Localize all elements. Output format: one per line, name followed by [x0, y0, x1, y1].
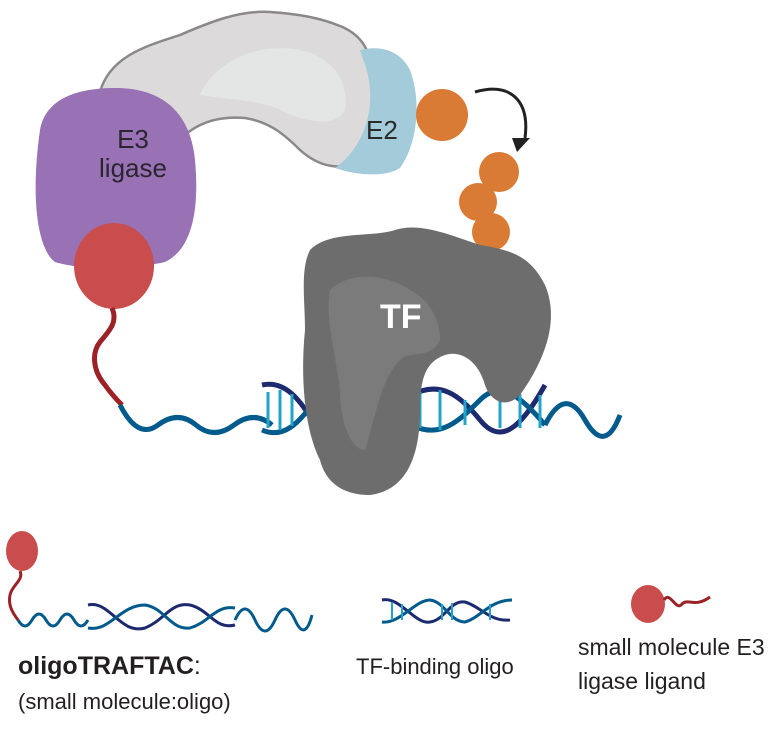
e3-ligand-ball — [74, 223, 154, 309]
legend-e3-ligand-linker — [662, 595, 711, 608]
dna-base-pairs — [266, 390, 542, 430]
legend-oligotraftac-dna — [16, 603, 314, 633]
ligand-caption-line2: ligase ligand — [578, 668, 706, 694]
ubiquitin-chain-2 — [459, 183, 497, 221]
arrowhead-icon — [512, 138, 530, 152]
legend-tf-oligo-caption: TF-binding oligo — [356, 654, 514, 679]
ligand-caption-line1: small molecule E3 — [578, 634, 765, 660]
ubiquitin-chain-3 — [472, 213, 510, 251]
legend-tf-oligo-dna — [381, 598, 513, 624]
legend-oligotraftac-caption: oligoTRAFTAC: (small molecule:oligo) — [18, 648, 231, 720]
oligotraftac-subtitle: (small molecule:oligo) — [18, 689, 231, 714]
legend-tf-oligo-bases — [391, 602, 491, 620]
transfer-arrow — [474, 87, 528, 139]
e3-label-line2: ligase — [99, 153, 167, 183]
legend-ligand-ball — [6, 531, 38, 571]
oligotraftac-title: oligoTRAFTAC — [18, 652, 194, 680]
ubiquitin-e2 — [416, 89, 468, 141]
ubiquitin-chain-1 — [479, 152, 519, 192]
e2-label: E2 — [366, 115, 398, 145]
scaffold-shade — [200, 48, 346, 122]
legend-e3-ligand-ball — [631, 585, 665, 623]
oligotraftac-colon: : — [193, 652, 201, 680]
e3-ligase-protein — [35, 88, 197, 268]
linker — [92, 307, 124, 407]
tf-shade — [328, 276, 440, 450]
legend-linker — [8, 570, 23, 621]
tf-label: TF — [380, 298, 422, 336]
e3-ligase-label: E3 ligase — [78, 125, 188, 183]
e2-protein — [335, 48, 417, 175]
e3-label-line1: E3 — [117, 124, 149, 154]
legend-ligand-caption: small molecule E3 ligase ligand — [578, 630, 784, 698]
